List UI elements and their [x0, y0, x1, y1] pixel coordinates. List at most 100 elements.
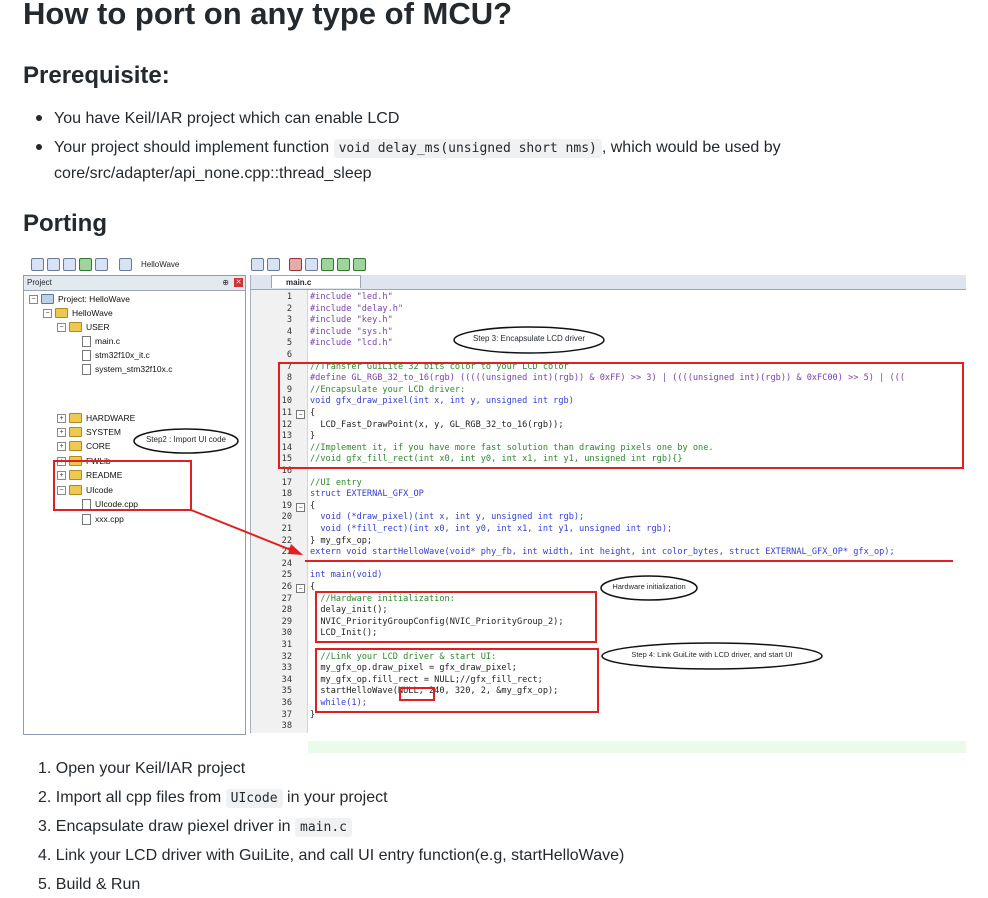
toolbar-project-name: HelloWave — [141, 259, 180, 269]
collapse-icon: − — [57, 322, 66, 332]
list-item: You have Keil/IAR project which can enab… — [36, 106, 814, 131]
porting-heading: Porting — [23, 210, 107, 237]
step-4: 4. Link your LCD driver with GuiLite, an… — [38, 847, 625, 864]
code-text: //Hardware initialization: — [310, 593, 455, 604]
folder-icon — [55, 308, 68, 318]
bullet-icon — [36, 115, 42, 121]
folder-icon — [69, 413, 82, 423]
callout-hw — [600, 575, 698, 601]
line-number: 34 — [281, 674, 292, 685]
toolbar-icon — [95, 257, 108, 271]
code-text: } my_gfx_op; — [310, 535, 373, 546]
code-line: 1#include "led.h" — [251, 292, 966, 304]
code-line: 20 void (*draw_pixel)(int x, int y, unsi… — [251, 512, 966, 524]
tree-label: CORE — [86, 441, 111, 451]
tree-item-target: − HelloWave — [43, 307, 113, 319]
code-line: 28 delay_init(); — [251, 605, 966, 617]
code-line: 27 //Hardware initialization: — [251, 594, 966, 606]
line-number: 37 — [281, 709, 292, 720]
code-text: //Encapsulate your LCD driver: — [310, 384, 466, 395]
code-text: while(1); — [310, 698, 367, 708]
uicode-box — [53, 460, 192, 511]
code-text: startHelloWave(NULL, 240, 320, 2, &my_gf… — [310, 686, 559, 697]
code-text: delay_init(); — [310, 605, 388, 616]
line-number: 36 — [281, 698, 292, 708]
step-3-pre: 3. Encapsulate draw piexel driver in — [38, 818, 296, 835]
line-number: 6 — [286, 350, 292, 360]
code-line: 26−{ — [251, 582, 966, 594]
line-number: 9 — [286, 384, 292, 395]
bullet-text-pre: Your project should implement function — [54, 139, 334, 156]
tree-label: HARDWARE — [86, 413, 136, 423]
file-icon — [82, 363, 91, 375]
fold-icon: − — [296, 502, 305, 512]
folder-icon — [69, 470, 82, 480]
folder-icon — [69, 441, 82, 451]
code-line: 5#include "lcd.h" — [251, 338, 966, 350]
code-text: //Transfer GuiLite 32 bits color to your… — [310, 361, 569, 372]
line-number: 35 — [281, 686, 292, 697]
tree-label: system_stm32f10x.c — [95, 364, 173, 374]
step-1: 1. Open your Keil/IAR project — [38, 760, 246, 777]
tree-item-hardware: +HARDWARE — [57, 412, 135, 424]
toolbar-icon — [79, 257, 92, 271]
project-panel: Project⊕✕ −Project: HelloWave −HelloWave… — [23, 275, 246, 735]
inline-code: UIcode — [225, 789, 283, 808]
code-line: 38 — [251, 721, 966, 733]
code-line: 8#define GL_RGB_32_to_16(rgb) (((((unsig… — [251, 373, 966, 385]
code-text: LCD_Init(); — [310, 628, 378, 639]
line-number: 16 — [281, 466, 292, 476]
step-2-post: in your project — [282, 789, 388, 806]
tree-item-system-folder: +SYSTEM — [57, 426, 121, 438]
code-line: 15//void gfx_fill_rect(int x0, int y0, i… — [251, 454, 966, 466]
code-text: //Implement it, if you have more fast so… — [310, 442, 714, 453]
code-line: 24 — [251, 559, 966, 571]
line-number: 2 — [286, 303, 292, 314]
tree-item-system: system_stm32f10x.c — [82, 363, 172, 375]
code-line: 31 — [251, 640, 966, 652]
step-5: 5. Build & Run — [38, 876, 141, 893]
fold-icon: − — [296, 584, 305, 593]
callout-step3 — [453, 326, 605, 354]
code-text: { — [310, 408, 316, 418]
list-item: Your project should implement function v… — [36, 135, 814, 186]
line-number: 30 — [281, 628, 292, 639]
toolbar-icon — [289, 257, 302, 271]
tree-item-uicode: −UIcode — [57, 484, 113, 496]
code-text: //void gfx_fill_rect(int x0, int y0, int… — [310, 454, 683, 465]
bullet-icon — [36, 144, 42, 150]
line-number: 4 — [286, 326, 292, 337]
code-line: 35 startHelloWave(NULL, 240, 320, 2, &my… — [251, 686, 966, 698]
code-line: 34 my_gfx_op.fill_rect = NULL;//gfx_fill… — [251, 675, 966, 687]
tree-item-stm: stm32f10x_it.c — [82, 349, 150, 361]
code-line: 13} — [251, 431, 966, 443]
code-line: 3#include "key.h" — [251, 315, 966, 327]
collapse-icon: − — [43, 308, 52, 318]
tree-label: USER — [86, 322, 110, 332]
close-icon: ✕ — [234, 278, 243, 287]
null-box — [399, 687, 435, 701]
line-number: 25 — [281, 570, 292, 581]
line-number: 12 — [281, 419, 292, 430]
step-2: 2. Import all cpp files from UIcode in y… — [38, 789, 388, 808]
tab-main-c: main.c — [271, 275, 361, 288]
toolbar-icon — [305, 257, 318, 271]
toolbar-icon — [47, 257, 60, 271]
tree-label: HelloWave — [72, 308, 113, 318]
tree-item-main: main.c — [82, 335, 120, 347]
code-line: 9 //Encapsulate your LCD driver: — [251, 385, 966, 397]
current-line-highlight — [308, 741, 966, 753]
code-text: void gfx_draw_pixel(int x, int y, unsign… — [310, 396, 574, 407]
code-line: 33 my_gfx_op.draw_pixel = gfx_draw_pixel… — [251, 663, 966, 675]
code-line: 11−{ — [251, 408, 966, 420]
code-line: 19−{ — [251, 501, 966, 513]
code-line: 12 LCD_Fast_DrawPoint(x, y, GL_RGB_32_to… — [251, 420, 966, 432]
arrow-line — [190, 509, 302, 555]
file-icon — [82, 335, 91, 347]
code-text: my_gfx_op.draw_pixel = gfx_draw_pixel; — [310, 663, 517, 674]
code-line: 29 NVIC_PriorityGroupConfig(NVIC_Priorit… — [251, 617, 966, 629]
line-number: 14 — [281, 442, 292, 453]
line-number: 28 — [281, 605, 292, 616]
